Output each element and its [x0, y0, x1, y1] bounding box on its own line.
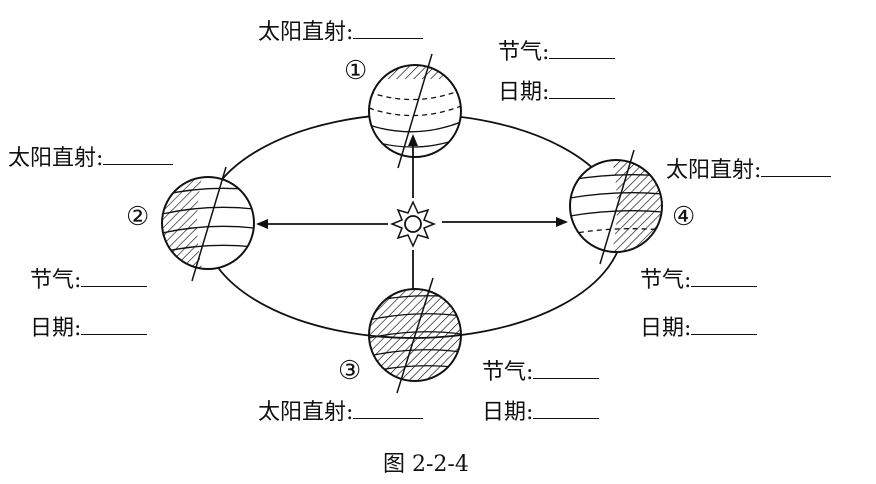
answer-blank: [103, 146, 174, 165]
field-label: 日期:: [482, 400, 534, 425]
answer-blank: [533, 360, 600, 379]
field-label: 太阳直射:: [8, 146, 104, 171]
field-label: 太阳直射:: [258, 20, 354, 45]
answer-blank: [533, 400, 600, 419]
globe-1-date-field: 日期:: [498, 80, 616, 106]
globe-2-date-field: 日期:: [30, 316, 148, 342]
field-label: 节气:: [498, 40, 550, 65]
answer-blank: [549, 40, 616, 59]
answer-blank: [81, 316, 148, 335]
globe-4-sun-direct-field: 太阳直射:: [666, 158, 832, 184]
globe-4-date-field: 日期:: [640, 316, 758, 342]
globe-1-sun-direct-field: 太阳直射:: [258, 20, 424, 46]
field-label: 太阳直射:: [666, 158, 762, 183]
globe-4: [569, 149, 663, 265]
globe-2-solar-term-field: 节气:: [30, 268, 148, 294]
answer-blank: [353, 20, 424, 39]
figure-caption: 图 2-2-4: [383, 452, 469, 477]
answer-blank: [691, 316, 758, 335]
globe-3-solar-term-field: 节气:: [482, 360, 600, 386]
answer-blank: [691, 268, 758, 287]
position-number-4: ④: [672, 202, 696, 232]
sun-icon: [389, 200, 437, 248]
globe-3: [368, 277, 462, 394]
globe-1-solar-term-field: 节气:: [498, 40, 616, 66]
globe-1: [368, 53, 462, 169]
answer-blank: [761, 158, 832, 177]
position-number-1: ①: [344, 56, 368, 86]
field-label: 日期:: [640, 316, 692, 341]
field-label: 节气:: [640, 268, 692, 293]
field-label: 日期:: [30, 316, 82, 341]
field-label: 太阳直射:: [258, 400, 354, 425]
field-label: 日期:: [498, 80, 550, 105]
answer-blank: [549, 80, 616, 99]
field-label: 节气:: [482, 360, 534, 385]
position-number-3: ③: [338, 356, 362, 386]
globe-3-date-field: 日期:: [482, 400, 600, 426]
globe-4-solar-term-field: 节气:: [640, 268, 758, 294]
field-label: 节气:: [30, 268, 82, 293]
answer-blank: [353, 400, 424, 419]
globe-2-sun-direct-field: 太阳直射:: [8, 146, 174, 172]
answer-blank: [81, 268, 148, 287]
globe-3-sun-direct-field: 太阳直射:: [258, 400, 424, 426]
position-number-2: ②: [126, 202, 150, 232]
globe-2: [161, 166, 255, 282]
